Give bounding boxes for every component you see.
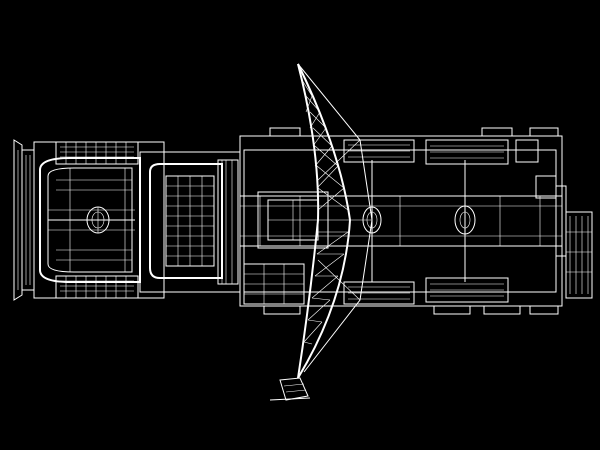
rear-axle-1	[343, 139, 415, 305]
rear-tail-unit	[565, 211, 593, 299]
crane-boom	[297, 63, 373, 379]
boom-hook	[269, 377, 311, 401]
deck-fittings	[263, 127, 559, 315]
front-bumper	[13, 139, 35, 301]
front-wheel-top	[55, 141, 139, 165]
cab	[33, 141, 165, 299]
carrier-deck	[239, 135, 567, 307]
engine-block	[139, 151, 241, 293]
front-wheel-bottom	[55, 275, 139, 299]
rear-axle-2	[425, 139, 509, 303]
